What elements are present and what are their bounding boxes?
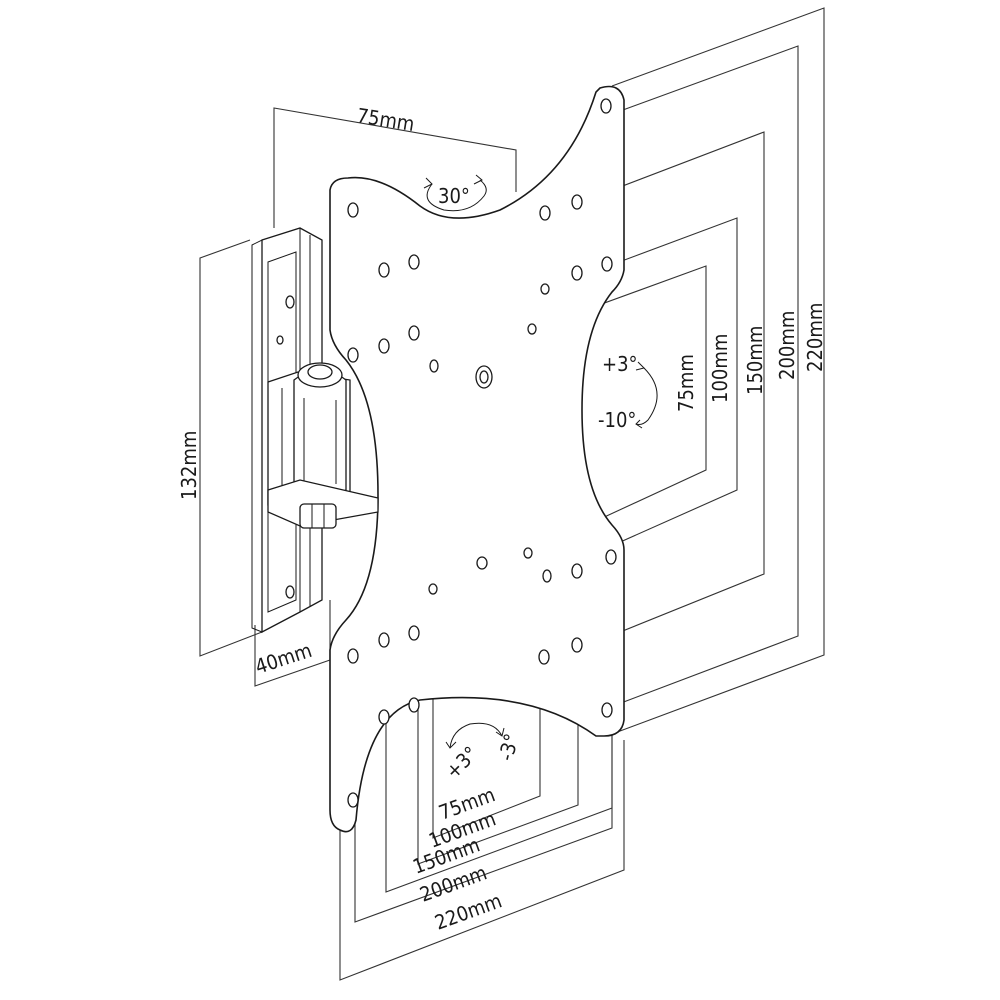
wall-bracket [251, 227, 379, 634]
dim-line-v-150 [577, 131, 765, 650]
hole [378, 632, 390, 648]
hole [605, 549, 617, 565]
hole [378, 709, 390, 725]
rotation-indicators [423, 174, 658, 749]
dim-line-depth [254, 600, 331, 687]
label-v-150: 150mm [743, 326, 767, 395]
label-v-200: 200mm [775, 311, 799, 380]
arrow-head [635, 361, 645, 371]
label-swivel-left: +3° [441, 741, 483, 783]
dim-line-arm-height [199, 239, 263, 657]
hole [347, 648, 359, 664]
hole [600, 98, 612, 114]
vertical-dimension-lines [532, 7, 825, 735]
label-arm-width: 75mm [355, 103, 416, 136]
hole [571, 637, 583, 653]
wall-plate-hole [276, 335, 284, 345]
hole [408, 625, 420, 641]
dim-line-v-100 [543, 217, 738, 577]
plate-holes [347, 98, 617, 808]
hole [347, 202, 359, 218]
label-v-220: 220mm [803, 303, 827, 372]
center-hole-inner [479, 370, 489, 384]
hole [347, 792, 359, 808]
hinge-joint [267, 479, 379, 527]
label-depth: 40mm [252, 638, 315, 679]
hole [538, 649, 550, 665]
wall-plate-hole [285, 295, 295, 309]
left-dimension-lines [199, 107, 517, 687]
label-tilt-down: -10° [598, 408, 636, 432]
hole [408, 697, 420, 713]
hole [408, 325, 420, 341]
hole [378, 338, 390, 354]
hole [601, 256, 613, 272]
label-tilt-up: +3° [602, 352, 638, 376]
hole [539, 205, 551, 221]
label-v-100: 100mm [708, 334, 732, 403]
arrow-head [423, 177, 433, 189]
swivel-arc [449, 722, 503, 749]
tilt-side-arc [635, 367, 658, 425]
hinge-nut [299, 503, 337, 529]
label-v-75: 75mm [674, 354, 698, 412]
dim-line-v-200 [583, 45, 799, 718]
hole [542, 569, 552, 583]
hole [540, 283, 550, 295]
arrow-head [635, 419, 643, 429]
hole [429, 359, 439, 373]
hole [428, 583, 438, 595]
hole [601, 702, 613, 718]
hinge-bolt [307, 364, 333, 380]
hole [571, 194, 583, 210]
tilt-top-arc [426, 179, 487, 212]
label-tilt-top: 30° [438, 184, 470, 208]
arrow-head [473, 174, 483, 185]
vesa-plate [329, 85, 625, 833]
hole [476, 556, 488, 570]
wall-plate-hole [285, 585, 295, 599]
dim-line-h-220 [339, 740, 625, 981]
label-arm-height: 132mm [177, 431, 201, 500]
hole [408, 254, 420, 270]
arrow-head [495, 727, 505, 737]
hole [527, 323, 537, 335]
hole [523, 547, 533, 559]
hole [571, 563, 583, 579]
dim-line-v-220 [611, 7, 825, 735]
dim-line-arm-width [273, 107, 517, 228]
hole [571, 265, 583, 281]
hole [378, 262, 390, 278]
hole [347, 347, 359, 363]
dim-line-v-75 [532, 265, 707, 551]
label-swivel-right: -3° [494, 731, 524, 763]
hinge-cylinder [293, 369, 347, 499]
arrow-head [445, 741, 457, 749]
